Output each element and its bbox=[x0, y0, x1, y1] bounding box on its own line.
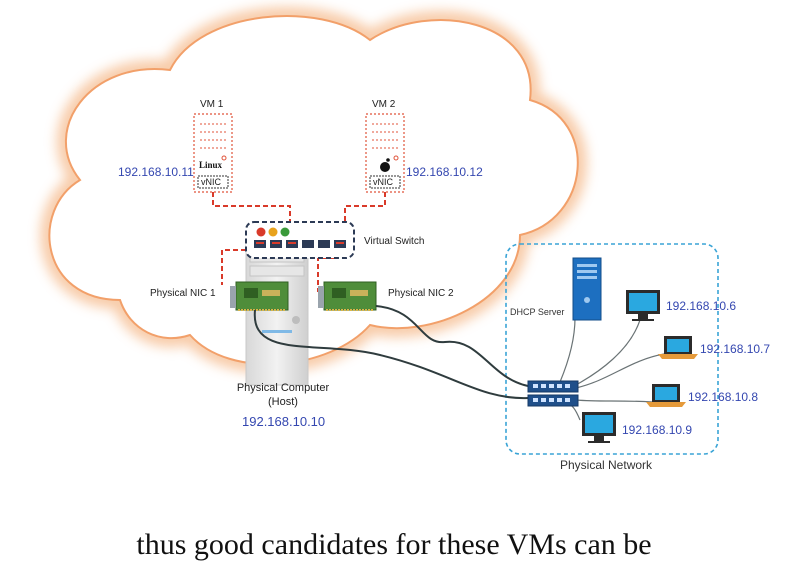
virtual-switch-icon bbox=[245, 221, 355, 259]
host-label: Physical Computer (Host) bbox=[226, 381, 340, 409]
client-desktop-icon-2 bbox=[582, 412, 616, 443]
vm2-vnic-label: vNIC bbox=[373, 177, 393, 187]
client-desktop-icon-1 bbox=[626, 290, 660, 321]
physical-nic1-card bbox=[230, 281, 289, 311]
vm2-ip-label: 192.168.10.12 bbox=[406, 165, 483, 179]
cloud-shape bbox=[40, 7, 587, 374]
network-switch-icon bbox=[527, 380, 579, 407]
apple-icon bbox=[380, 158, 390, 172]
dhcp-server-label: DHCP Server bbox=[510, 307, 565, 317]
vm1-ip-label: 192.168.10.11 bbox=[118, 165, 194, 179]
client-ip-label-4: 192.168.10.9 bbox=[622, 423, 693, 437]
vm1-title: VM 1 bbox=[200, 99, 224, 110]
client-ip-label-1: 192.168.10.6 bbox=[666, 299, 737, 313]
host-ip-label: 192.168.10.10 bbox=[242, 414, 326, 429]
subtitle-caption: thus good candidates for these VMs can b… bbox=[136, 528, 652, 561]
host-label-line1: Physical Computer bbox=[236, 382, 330, 394]
dhcp-server-icon bbox=[572, 257, 602, 321]
client-laptop-icon-1 bbox=[658, 336, 698, 359]
client-ip-label-3: 192.168.10.8 bbox=[688, 390, 759, 404]
vm1-os-label: Linux bbox=[199, 160, 223, 170]
physical-nic1-label: Physical NIC 1 bbox=[150, 288, 216, 299]
physical-nic2-label: Physical NIC 2 bbox=[388, 288, 454, 299]
vm2-title: VM 2 bbox=[372, 99, 396, 110]
physical-network-label: Physical Network bbox=[560, 458, 653, 472]
virtual-switch-label: Virtual Switch bbox=[364, 236, 425, 247]
host-label-line2: (Host) bbox=[268, 396, 298, 408]
client-laptop-icon-2 bbox=[646, 384, 686, 407]
vm1-server-icon bbox=[193, 113, 233, 193]
vm1-vnic-label: vNIC bbox=[201, 177, 221, 187]
physical-nic2-card bbox=[318, 281, 377, 311]
physical-network-box bbox=[505, 243, 719, 455]
client-ip-label-2: 192.168.10.7 bbox=[700, 342, 771, 356]
vm2-server-icon bbox=[365, 113, 405, 193]
